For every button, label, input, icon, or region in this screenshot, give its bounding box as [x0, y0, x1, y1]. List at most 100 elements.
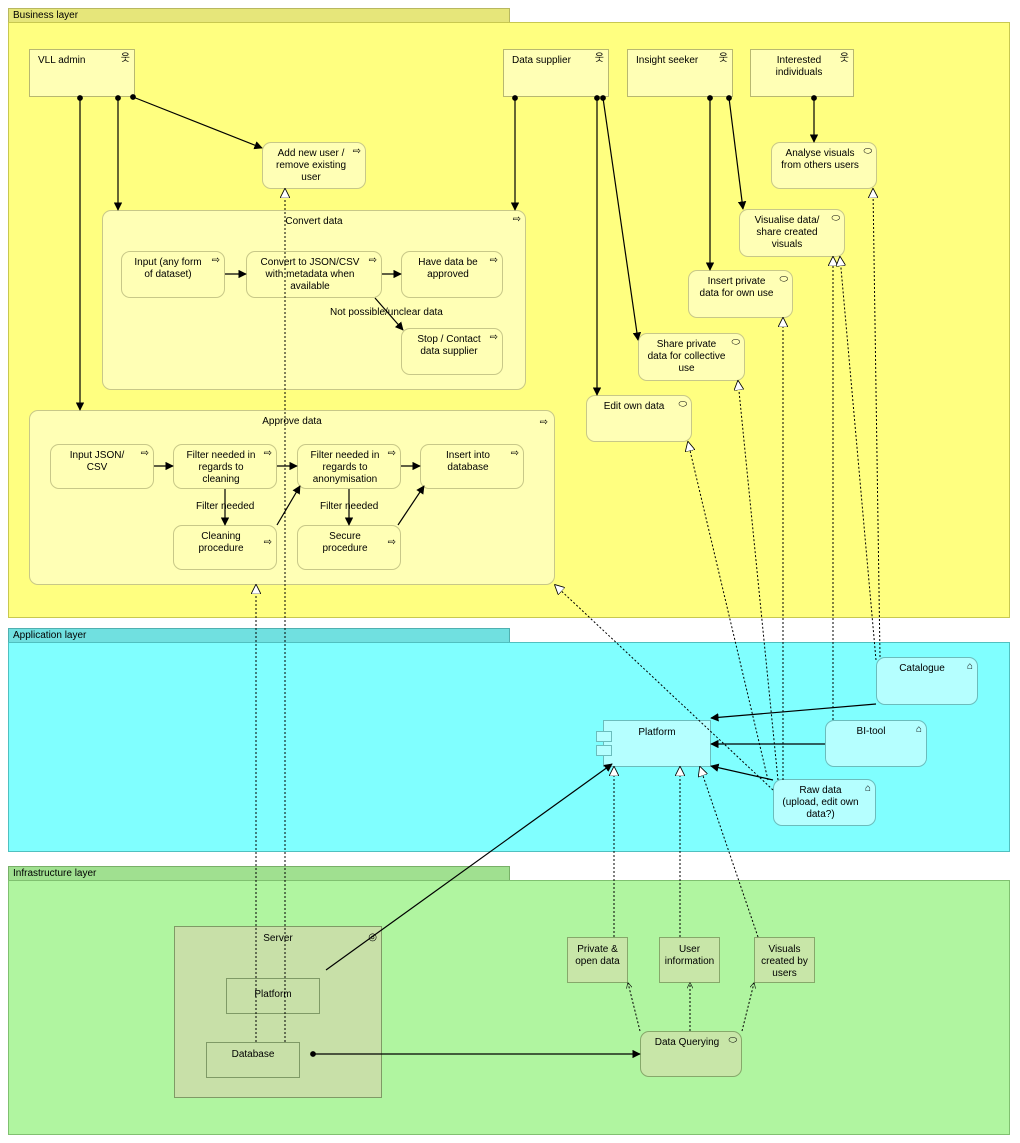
- link-rawdata-platform: [710, 763, 774, 781]
- process-convert-json[interactable]: Convert to JSON/CSV with metadata when a…: [246, 251, 382, 298]
- artifact-private-open[interactable]: Private & open data: [567, 937, 628, 983]
- process-cleaning-proc-label: Cleaning procedure: [198, 531, 244, 554]
- actor-icon: 웃: [718, 53, 728, 64]
- node-database-label: Database: [231, 1049, 275, 1060]
- infrastructure-layer-label: Infrastructure layer: [13, 868, 97, 879]
- service-insert-private-label: Insert private data for own use: [699, 276, 774, 299]
- app-bi-tool-label: BI-tool: [856, 726, 886, 737]
- actor-vll-admin-label: VLL admin: [38, 55, 86, 66]
- realize-catalogue-analyse: [873, 189, 881, 658]
- business-layer-label: Business layer: [13, 10, 79, 21]
- process-filter-anon-label: Filter needed in regards to anonymisatio…: [310, 450, 380, 485]
- artifact-visuals-created-label: Visuals created by users: [761, 944, 808, 979]
- process-stop-contact[interactable]: Stop / Contact data supplier ⇨: [401, 328, 503, 375]
- service-data-querying[interactable]: Data Querying ⬭: [640, 1031, 742, 1077]
- process-arrow-icon: ⇨: [489, 332, 498, 343]
- service-visualise-data-label: Visualise data/ share created visuals: [754, 215, 820, 250]
- link-convert-stop: [374, 297, 404, 331]
- process-arrow-icon: ⇨: [512, 214, 521, 225]
- artifact-visuals-created[interactable]: Visuals created by users: [754, 937, 815, 983]
- service-icon: ⬭: [678, 399, 687, 410]
- app-catalogue[interactable]: Catalogue ⌂: [876, 657, 978, 705]
- process-insert-db[interactable]: Insert into database ⇨: [420, 444, 524, 489]
- process-convert-json-label: Convert to JSON/CSV with metadata when a…: [260, 257, 360, 292]
- infrastructure-layer-tab: Infrastructure layer: [8, 866, 510, 880]
- service-analyse-visuals[interactable]: Analyse visuals from others users ⬭: [771, 142, 877, 189]
- app-bi-tool[interactable]: BI-tool ⌂: [825, 720, 927, 767]
- actor-interested-individuals[interactable]: Interested individuals 웃: [750, 49, 854, 97]
- node-platform[interactable]: Platform: [226, 978, 320, 1014]
- component-platform[interactable]: Platform: [596, 720, 711, 767]
- process-cleaning-proc[interactable]: Cleaning procedure ⇨: [173, 525, 277, 570]
- access-query-private: [628, 983, 641, 1032]
- process-arrow-icon: ⇨: [387, 448, 396, 459]
- artifact-private-open-label: Private & open data: [575, 944, 620, 967]
- process-input-any[interactable]: Input (any form of dataset) ⇨: [121, 251, 225, 298]
- process-convert-data-label: Convert data: [285, 216, 343, 227]
- application-function-icon: ⌂: [966, 661, 973, 672]
- business-layer-tab: Business layer: [8, 8, 510, 22]
- actor-data-supplier[interactable]: Data supplier 웃: [503, 49, 609, 97]
- service-share-private[interactable]: Share private data for collective use ⬭: [638, 333, 745, 381]
- service-insert-private[interactable]: Insert private data for own use ⬭: [688, 270, 793, 318]
- component-platform-label: Platform: [638, 727, 676, 738]
- process-filter-cleaning-label: Filter needed in regards to cleaning: [186, 450, 256, 485]
- link-secure-insert: [397, 485, 425, 526]
- node-platform-label: Platform: [254, 989, 292, 1000]
- process-filter-cleaning[interactable]: Filter needed in regards to cleaning ⇨: [173, 444, 277, 489]
- process-arrow-icon: ⇨: [368, 255, 377, 266]
- process-insert-db-label: Insert into database: [446, 450, 490, 473]
- access-query-visuals: [741, 983, 754, 1032]
- actor-icon: 웃: [120, 53, 130, 64]
- actor-vll-admin[interactable]: VLL admin 웃: [29, 49, 135, 97]
- actor-data-supplier-label: Data supplier: [512, 55, 571, 66]
- actor-icon: 웃: [839, 53, 849, 64]
- process-arrow-icon: ⇨: [387, 537, 396, 548]
- service-visualise-data[interactable]: Visualise data/ share created visuals ⬭: [739, 209, 845, 257]
- realize-rawdata-edit: [688, 442, 769, 781]
- application-function-icon: ⌂: [915, 724, 922, 735]
- process-input-json[interactable]: Input JSON/ CSV ⇨: [50, 444, 154, 489]
- application-function-icon: ⌂: [864, 783, 871, 794]
- service-edit-own[interactable]: Edit own data ⬭: [586, 395, 692, 442]
- artifact-user-info-label: User information: [664, 944, 715, 967]
- process-have-approved-label: Have data be approved: [418, 257, 478, 280]
- artifact-user-info[interactable]: User information: [659, 937, 720, 983]
- app-raw-data[interactable]: Raw data (upload, edit own data?) ⌂: [773, 779, 876, 826]
- process-input-json-label: Input JSON/ CSV: [69, 450, 125, 473]
- actor-insight-seeker[interactable]: Insight seeker 웃: [627, 49, 733, 97]
- application-layer-label: Application layer: [13, 630, 87, 641]
- infrastructure-service-icon: ◎: [368, 932, 377, 943]
- link-cleaning-anon: [276, 485, 301, 526]
- service-icon: ⬭: [831, 213, 840, 224]
- link-supplier-share: [600, 95, 642, 341]
- process-arrow-icon: ⇨: [510, 448, 519, 459]
- process-add-user-label: Add new user / remove existing user: [275, 148, 347, 183]
- service-icon: ⬭: [863, 146, 872, 157]
- process-have-approved[interactable]: Have data be approved ⇨: [401, 251, 503, 298]
- service-edit-own-label: Edit own data: [603, 401, 665, 412]
- process-add-user[interactable]: Add new user / remove existing user ⇨: [262, 142, 366, 189]
- service-icon: ⬭: [779, 274, 788, 285]
- app-raw-data-label: Raw data (upload, edit own data?): [782, 785, 859, 820]
- process-approve-data-label: Approve data: [262, 416, 322, 427]
- process-approve-data[interactable]: Approve data ⇨: [29, 410, 555, 585]
- process-arrow-icon: ⇨: [352, 146, 361, 157]
- actor-icon: 웃: [594, 53, 604, 64]
- service-data-querying-label: Data Querying: [654, 1037, 720, 1048]
- node-database[interactable]: Database: [206, 1042, 300, 1078]
- actor-interested-individuals-label: Interested individuals: [775, 55, 823, 78]
- realize-rawdata-share: [738, 381, 779, 781]
- link-admin-adduser: [130, 94, 263, 150]
- process-input-any-label: Input (any form of dataset): [134, 257, 202, 280]
- component-icon: [596, 731, 612, 742]
- service-icon: ⬭: [728, 1035, 737, 1046]
- realize-visuals-platform: [700, 767, 759, 938]
- node-server-label: Server: [263, 933, 293, 944]
- process-secure-proc[interactable]: Secure procedure ⇨: [297, 525, 401, 570]
- link-catalogue-platform: [710, 703, 877, 722]
- process-arrow-icon: ⇨: [263, 537, 272, 548]
- process-stop-contact-label: Stop / Contact data supplier: [417, 334, 481, 357]
- process-secure-proc-label: Secure procedure: [322, 531, 368, 554]
- process-filter-anon[interactable]: Filter needed in regards to anonymisatio…: [297, 444, 401, 489]
